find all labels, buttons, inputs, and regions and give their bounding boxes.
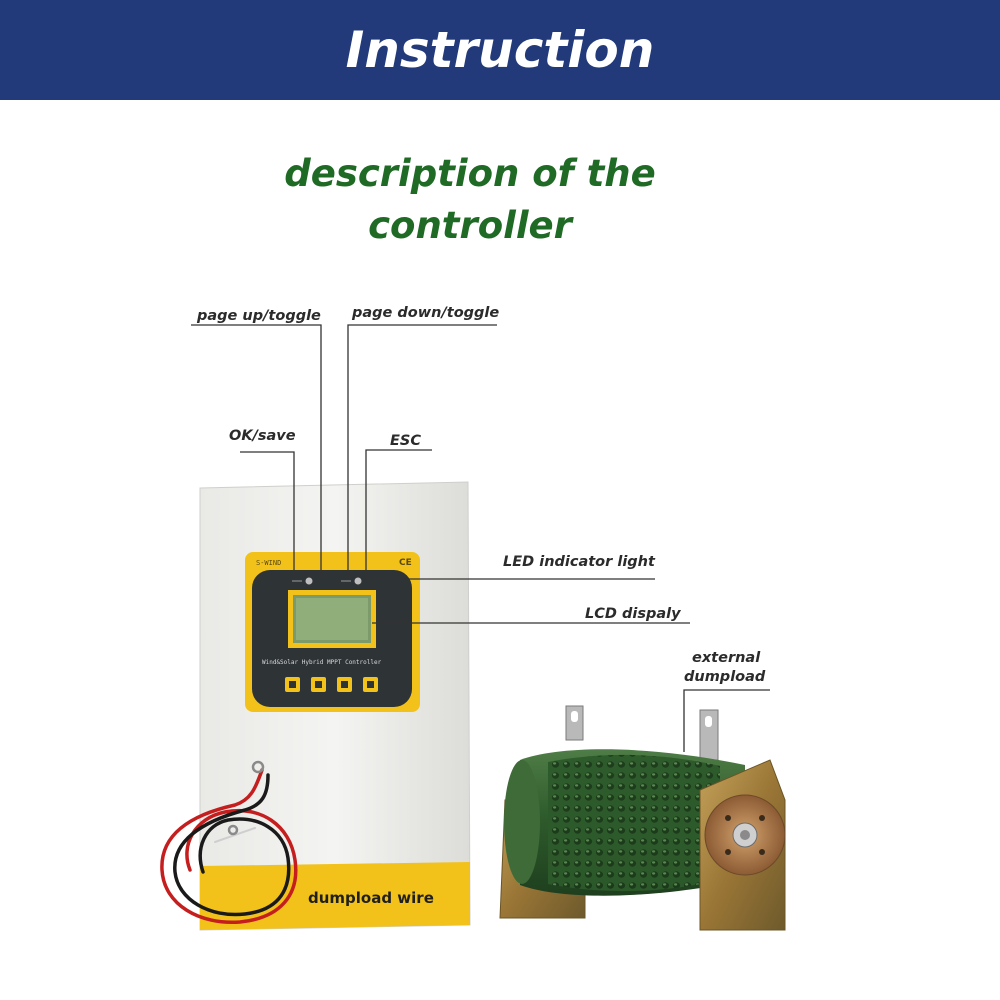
label-led-indicator: LED indicator light — [503, 554, 655, 570]
ce-mark: CE — [399, 558, 412, 568]
label-lcd-display: LCD dispaly — [585, 606, 681, 622]
svg-text:Wind&Solar Hybrid MPPT Control: Wind&Solar Hybrid MPPT Controller — [262, 659, 382, 666]
led-indicator-1 — [305, 577, 313, 585]
header-banner: Instruction — [0, 0, 1000, 100]
callout-lines — [191, 324, 770, 752]
label-ok-save: OK/save — [229, 428, 296, 444]
page-title: Instruction — [345, 21, 655, 79]
label-page-down-toggle: page down/toggle — [352, 305, 500, 321]
label-external: external — [692, 650, 761, 666]
callout-line-page-up — [191, 324, 322, 578]
callout-line-dumpload — [683, 689, 770, 752]
callout-line-esc — [365, 449, 432, 578]
label-dumpload: dumpload — [684, 669, 766, 685]
led-indicator-2 — [354, 577, 362, 585]
svg-text:S-WIND: S-WIND — [256, 559, 281, 567]
controller-yellow-base — [200, 862, 470, 930]
dumpload-wires — [160, 760, 298, 925]
controller-unit: S-WIND CE Wind&Solar Hybrid MPPT Control… — [199, 481, 471, 931]
section-subtitle: description of the controller — [284, 152, 656, 247]
callout-line-ok-save — [240, 451, 295, 578]
label-page-up-toggle: page up/toggle — [197, 308, 321, 324]
dumpload-wire-label: dumpload wire — [308, 889, 434, 907]
label-esc: ESC — [390, 433, 421, 449]
callout-line-page-down — [347, 324, 497, 578]
external-dumpload-resistor — [499, 705, 786, 931]
